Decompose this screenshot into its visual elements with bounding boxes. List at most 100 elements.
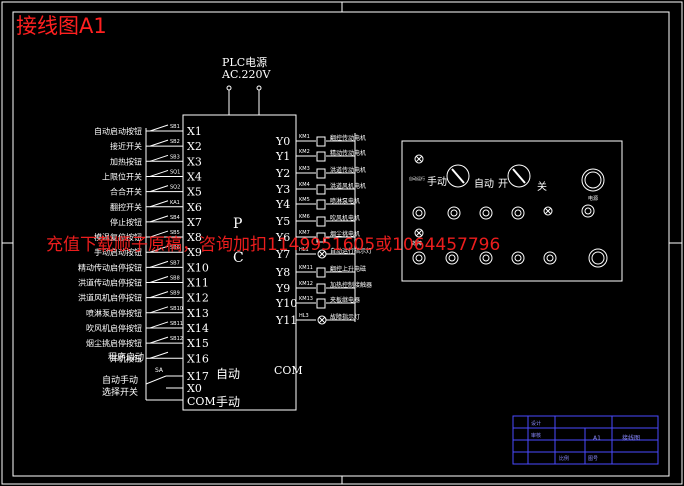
input-label: 吹风机启停按钮 [86,323,142,333]
output-label: 洪道风机电机 [330,182,366,190]
output-terminal: Y0 [275,135,290,148]
title-cell-scale: 比例 [559,455,569,462]
input-code: SQ1 [170,169,180,175]
input-label: 精动传动启停按钮 [78,262,142,272]
drawing-frame-inner [12,11,670,477]
input-terminal: X8 [187,231,202,244]
output-terminal: Y6 [275,231,290,244]
output-code: KM12 [299,281,313,287]
switch-label-1: 自动手动 [102,374,138,386]
panel-selector-knob [446,164,470,188]
output-label: 自动运行指示灯 [330,247,372,255]
panel-label-manual: 手动 [427,175,447,188]
input-code: SB8 [170,276,180,282]
relay-coil [316,151,326,162]
output-code: HL1 [299,247,309,253]
input-code: SB5 [170,230,180,236]
input-label: 开机按钮 [110,353,142,363]
output-label: 喷淋泵电机 [330,197,360,205]
output-label: 吹风机电机 [330,214,360,222]
input-code: SB12 [170,336,183,342]
input-code: KA1 [170,200,180,206]
panel-label-run: 自动运行 [409,175,425,181]
relay-coil [316,136,326,147]
output-code: HL3 [299,313,309,319]
panel-button [588,248,608,268]
panel-button [479,251,493,265]
input-code: SB2 [170,139,180,145]
output-label: 翻控上升电磁 [330,265,366,273]
panel-button [412,251,426,265]
input-label: 加热按钮 [110,156,142,166]
relay-coil [316,199,326,210]
output-code: KM5 [299,197,310,203]
input-contact [149,124,169,132]
input-terminal: X9 [187,246,202,259]
panel-selector-knob [507,164,531,188]
input-code: SB11 [170,321,183,327]
relay-coil [316,168,326,179]
relay-coil [316,283,326,294]
panel-controls [412,154,608,268]
output-terminal: Y7 [275,248,290,261]
input-contact [149,336,169,344]
panel-button [479,206,493,220]
input-terminal: X5 [187,186,202,199]
power-terminal-l [226,85,232,91]
input-contact [149,185,169,193]
input-label: 上限位开关 [102,171,142,181]
panel-label-fault: 故障 [412,240,422,247]
switch-code: SA [155,367,164,374]
output-code: KM13 [299,296,313,302]
input-contact [149,245,169,253]
switch-label-2: 选择开关 [102,386,138,398]
input-label: 模温复位按钮 [94,232,142,242]
output-terminal: Y1 [275,150,290,163]
panel-button [447,206,461,220]
output-label: 夹板继电器 [330,296,360,304]
title-block: 设计 审核 A1 接线图 比例 图号 [512,415,659,465]
input-label: 合合开关 [110,187,142,197]
output-terminal: Y5 [275,215,290,228]
panel-lamp [543,206,553,216]
input-code: SQ2 [170,185,180,191]
plc-letter-c: C [233,250,244,266]
input-contact [149,215,169,223]
panel-label-open: 开 [498,179,508,190]
panel-button [445,251,459,265]
panel-label-power: 电源 [588,195,598,202]
input-label: 接近开关 [110,141,142,151]
panel-button [581,204,595,218]
input-terminal: X14 [187,322,209,335]
input-contact [149,200,169,208]
program-start-label: 程序启动 [108,351,144,363]
input-terminal: X10 [187,261,209,274]
input-code: SB9 [170,291,180,297]
panel-label-close: 关 [537,180,547,193]
title-cell-sheet: A1 [593,435,601,442]
lamp-cross [318,250,326,258]
power-terminal-n [256,85,262,91]
input-code: SB4 [170,215,180,221]
title-cell-design: 设计 [531,420,541,427]
input-contact [149,260,169,268]
relay-coil [316,298,326,309]
power-label-2: AC.220V [221,68,271,81]
input-terminal: X12 [187,292,209,305]
output-label: 洪道传动电机 [330,166,366,174]
plc-letter-p: P [233,216,242,232]
output-terminal: Y3 [275,183,290,196]
output-code: KM4 [299,182,310,188]
power-label-1: PLC电源 [222,55,267,69]
input-code: SB3 [170,154,180,160]
panel-button [543,251,557,265]
panel-button [581,168,605,192]
input-label: 洪道传动启停按钮 [78,278,142,288]
plc-manual-label: 手动 [216,395,240,409]
output-label: 加热控制接触器 [330,281,372,289]
output-label: 故障指示灯 [330,313,360,321]
input-label: 喷淋泵启停按钮 [86,308,142,318]
input-terminal: X13 [187,307,209,320]
